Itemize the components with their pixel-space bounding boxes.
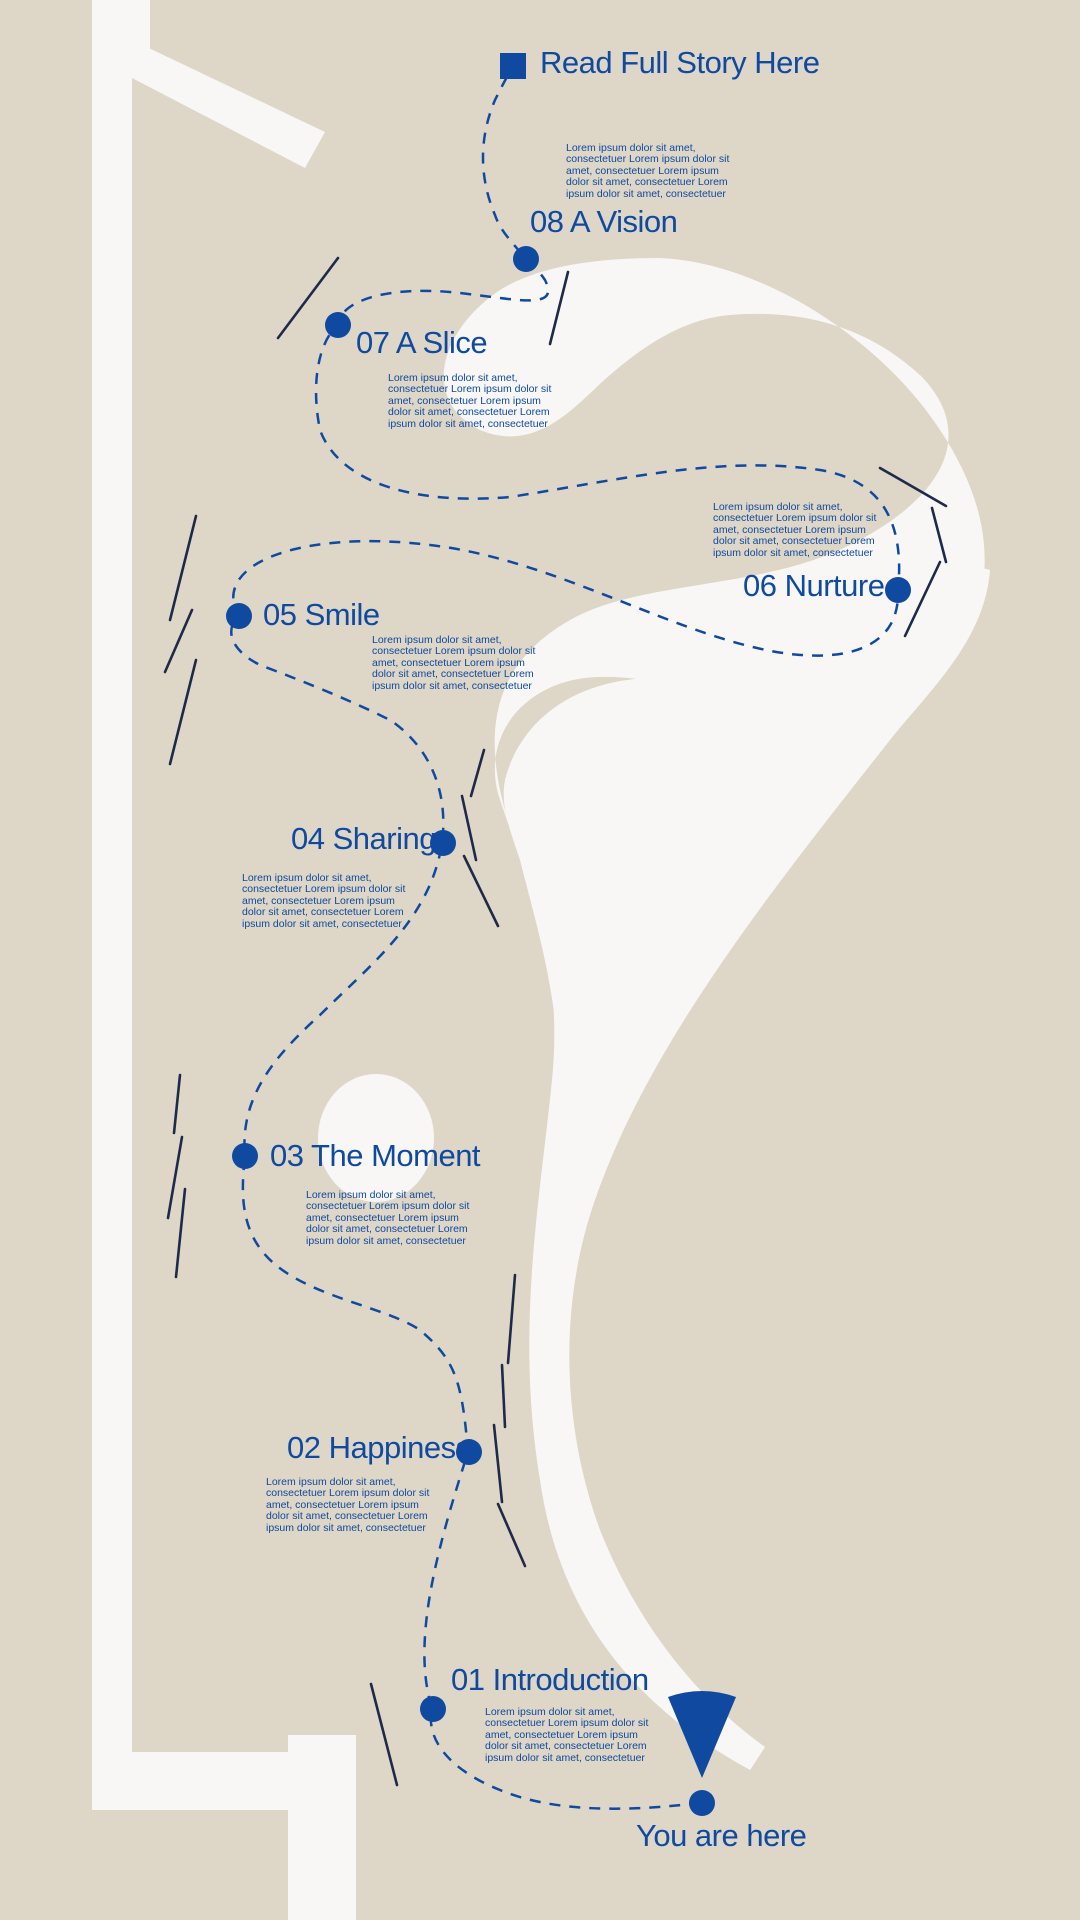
step-description-07: Lorem ipsum dolor sit amet, consectetuer… xyxy=(388,372,552,430)
decor-stroke xyxy=(172,1073,182,1135)
step-title-07: 07 A Slice xyxy=(356,325,488,360)
step-marker-05[interactable] xyxy=(226,603,252,629)
decor-stroke xyxy=(460,794,478,862)
step-marker-03[interactable] xyxy=(232,1143,258,1169)
step-description-06: Lorem ipsum dolor sit amet, consectetuer… xyxy=(713,501,877,559)
step-description-08: Lorem ipsum dolor sit amet, consectetuer… xyxy=(566,142,730,200)
step-marker-02[interactable] xyxy=(456,1439,482,1465)
step-markers xyxy=(226,53,911,1816)
you-are-here-label: You are here xyxy=(636,1818,807,1853)
step-marker-06[interactable] xyxy=(885,577,911,603)
step-title-03: 03 The Moment xyxy=(270,1138,481,1173)
read-full-story-link[interactable]: Read Full Story Here xyxy=(540,45,820,80)
location-pin-icon xyxy=(668,1691,736,1778)
step-description-01: Lorem ipsum dolor sit amet, consectetuer… xyxy=(485,1706,649,1764)
step-title-01: 01 Introduction xyxy=(451,1662,649,1697)
decor-stroke xyxy=(276,256,340,340)
road-top-stub xyxy=(92,0,150,50)
step-description-03: Lorem ipsum dolor sit amet, consectetuer… xyxy=(306,1189,470,1247)
step-title-05: 05 Smile xyxy=(263,597,380,632)
road-diagonal xyxy=(132,40,325,168)
step-title-06: 06 Nurture xyxy=(743,568,885,603)
square-icon[interactable] xyxy=(500,53,526,79)
road-funnel xyxy=(503,568,990,1770)
decor-stroke xyxy=(469,748,486,798)
road-loop-upper xyxy=(443,258,985,1770)
road-bottom-stub xyxy=(288,1735,356,1920)
decor-stroke xyxy=(903,560,942,638)
step-title-02: 02 Happiness xyxy=(287,1430,471,1465)
decor-stroke xyxy=(168,658,198,766)
decor-stroke xyxy=(506,1273,517,1365)
decor-stroke xyxy=(174,1187,187,1279)
decor-stroke xyxy=(930,506,948,564)
road-shapes xyxy=(92,0,990,1920)
step-marker-08[interactable] xyxy=(513,246,539,272)
step-title-04: 04 Sharing xyxy=(291,821,436,856)
decor-stroke xyxy=(163,608,194,674)
decor-stroke xyxy=(369,1682,399,1787)
decor-strokes xyxy=(163,256,948,1787)
you-are-here-marker[interactable] xyxy=(689,1790,715,1816)
step-marker-01[interactable] xyxy=(420,1696,446,1722)
road-left-vertical xyxy=(92,0,132,1810)
decor-stroke xyxy=(878,466,948,508)
step-description-04: Lorem ipsum dolor sit amet, consectetuer… xyxy=(242,872,406,930)
step-marker-04[interactable] xyxy=(430,830,456,856)
decor-stroke xyxy=(166,1135,184,1220)
step-title-08: 08 A Vision xyxy=(530,204,678,239)
decor-stroke xyxy=(548,270,570,346)
decor-stroke xyxy=(500,1363,507,1429)
decor-stroke xyxy=(462,854,500,928)
step-marker-07[interactable] xyxy=(325,312,351,338)
journey-path xyxy=(230,67,901,1810)
step-description-05: Lorem ipsum dolor sit amet, consectetuer… xyxy=(372,634,536,692)
decor-stroke xyxy=(492,1423,504,1504)
road-egg xyxy=(318,1074,434,1202)
step-description-02: Lorem ipsum dolor sit amet, consectetuer… xyxy=(266,1476,430,1534)
decor-stroke xyxy=(496,1502,527,1568)
decor-stroke xyxy=(168,514,198,622)
